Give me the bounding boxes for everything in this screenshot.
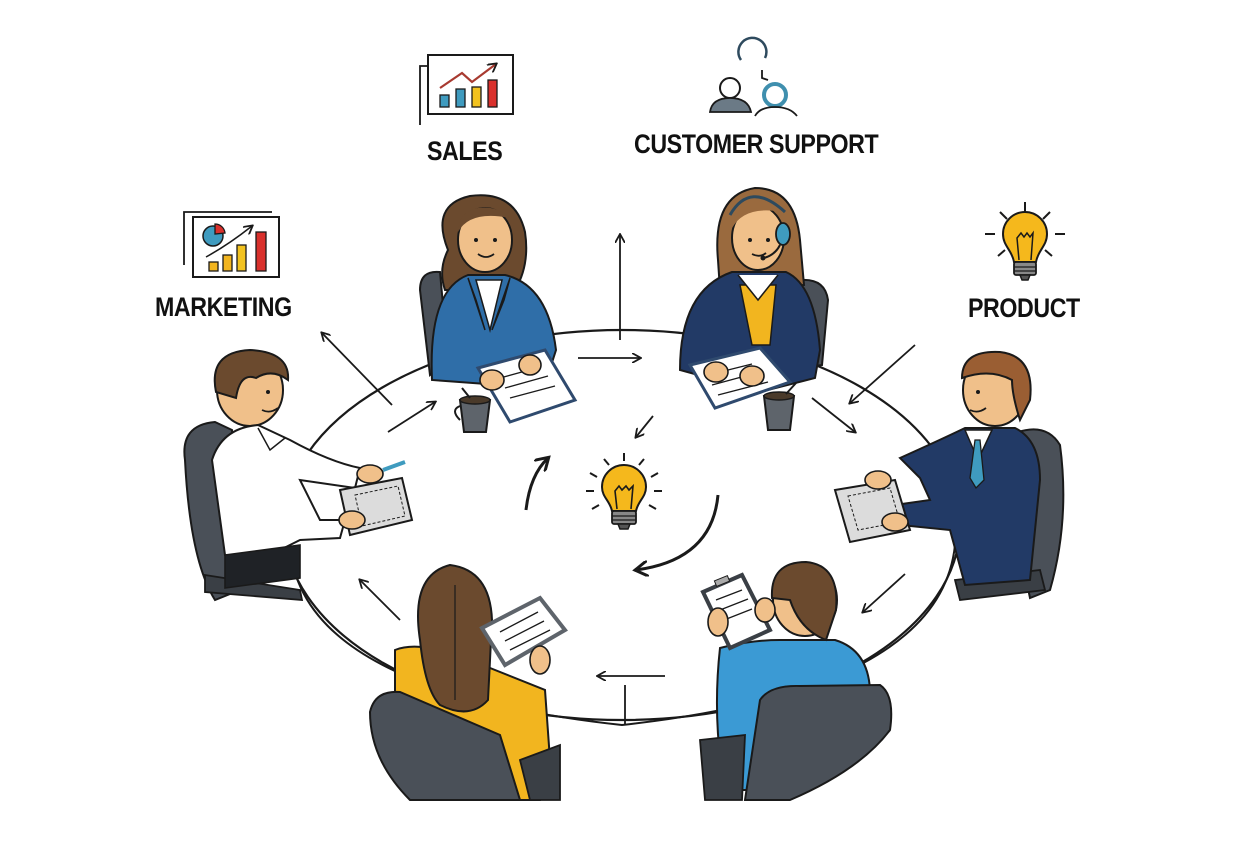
participant-bottom-left xyxy=(368,563,568,801)
center-lightbulb-icon xyxy=(586,453,662,530)
department-label-sales: SALES xyxy=(427,136,503,166)
product-lightbulb-icon xyxy=(985,202,1065,281)
participant-bottom-right xyxy=(699,560,893,801)
participant-marketing xyxy=(183,348,414,602)
flow-arrows xyxy=(322,235,916,725)
participant-product xyxy=(833,350,1065,601)
cycle-arrows xyxy=(524,458,720,570)
sales-chart-icon xyxy=(419,54,514,125)
department-label-marketing: MARKETING xyxy=(155,292,292,322)
clipboard-icon xyxy=(475,348,578,424)
support-people-icon xyxy=(708,36,798,117)
tablet-icon xyxy=(479,595,568,668)
coffee-mug-icon xyxy=(762,382,797,431)
coffee-mug-icon xyxy=(454,387,492,433)
participant-customer-support xyxy=(678,186,830,431)
participant-sales xyxy=(418,194,578,433)
department-label-customer-support: CUSTOMER SUPPORT xyxy=(634,129,879,159)
department-label-product: PRODUCT xyxy=(968,293,1080,323)
headset-icon xyxy=(728,195,791,261)
marketing-chart-icon xyxy=(183,211,280,278)
